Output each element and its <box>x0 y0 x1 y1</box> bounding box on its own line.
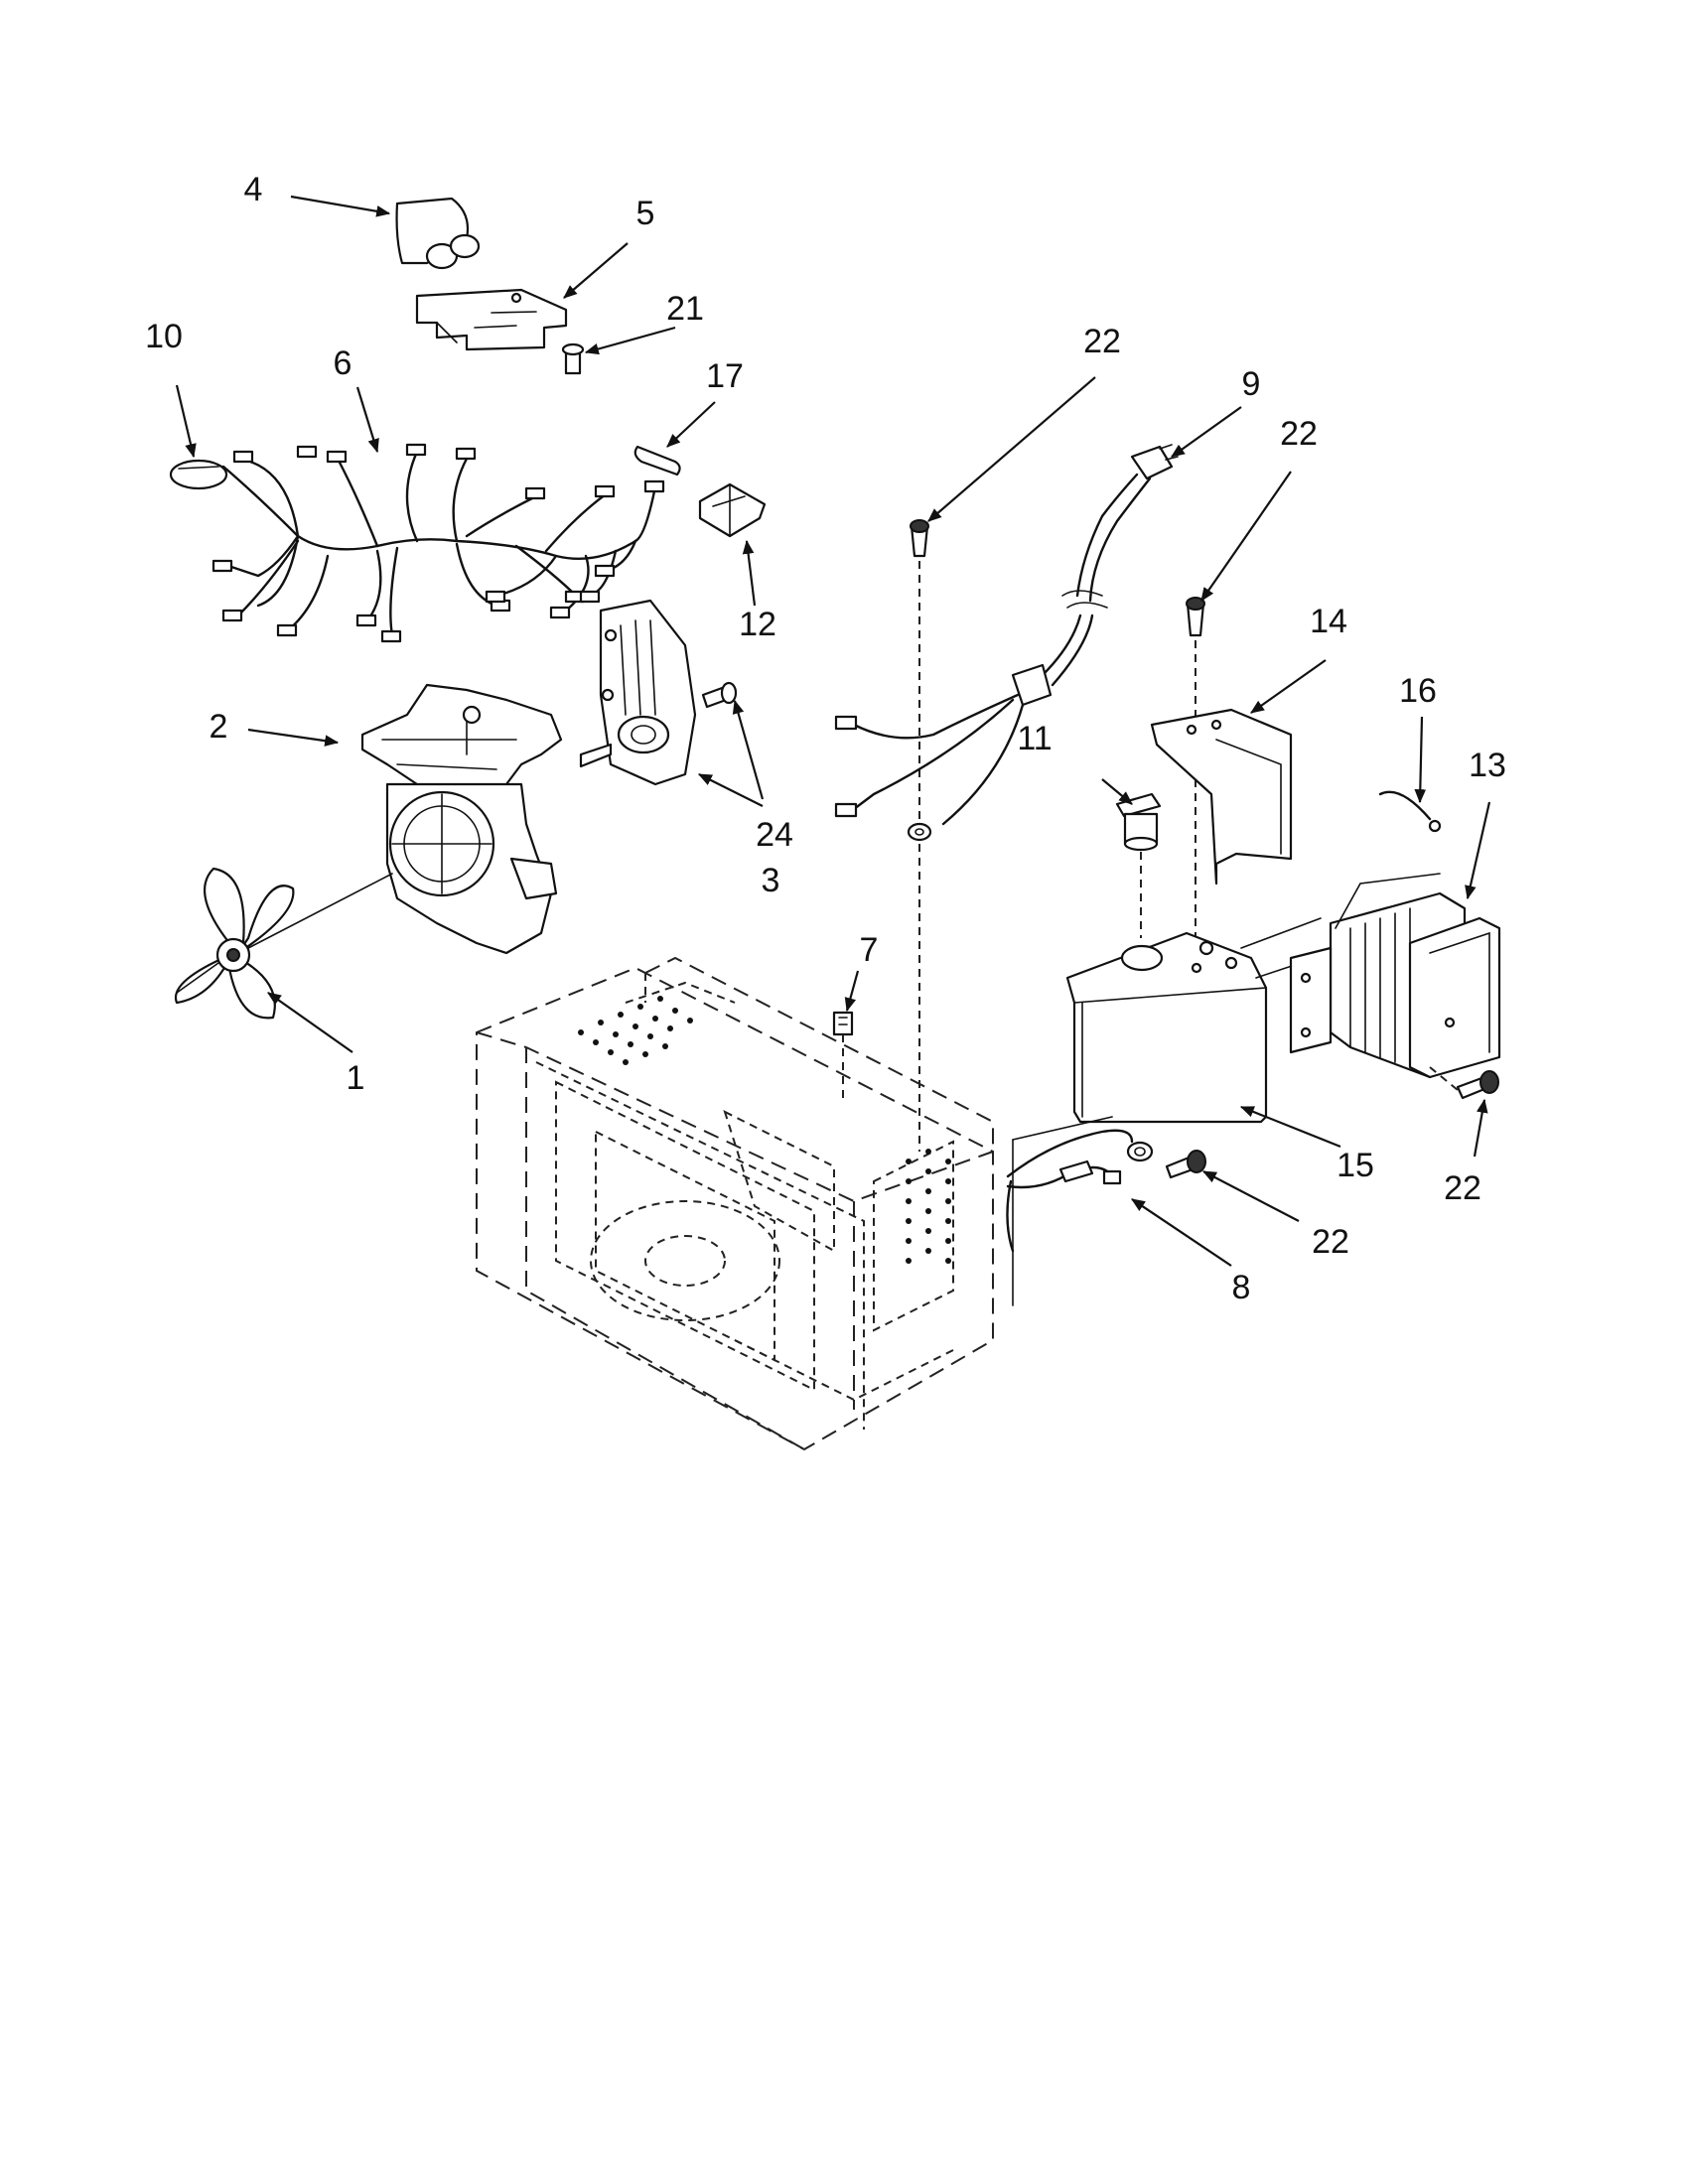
thermal-fuse-part-11 <box>1115 792 1162 938</box>
callout-9: 9 <box>1242 365 1261 403</box>
sensor-wire-part-16 <box>1378 790 1442 833</box>
callout-16: 16 <box>1399 672 1437 710</box>
callout-17: 17 <box>706 357 744 395</box>
bracket-part-14 <box>1150 708 1293 886</box>
callout-3: 3 <box>762 862 780 899</box>
capacitor-part-4 <box>395 197 481 270</box>
callout-2: 2 <box>210 708 228 746</box>
capacitor-bracket-part-5 <box>415 288 568 351</box>
callout-8: 8 <box>1232 1269 1251 1306</box>
callout-7: 7 <box>860 931 879 969</box>
callout-21: 21 <box>666 290 704 328</box>
callout-24: 24 <box>756 816 793 854</box>
thermal-cutout-part-10 <box>169 459 228 490</box>
fan-motor-part-3 <box>579 599 697 786</box>
callout-6: 6 <box>334 344 352 382</box>
screw-part-22-ground <box>907 519 932 1152</box>
callout-1: 1 <box>347 1059 365 1097</box>
screw-part-24 <box>701 681 738 709</box>
callout-5: 5 <box>636 195 655 232</box>
callout-22-lower-middle: 22 <box>1312 1223 1349 1261</box>
ground-wire-part-8 <box>1006 1116 1154 1306</box>
wire-harness-part-6 <box>211 443 665 643</box>
screw-part-22-ground-wire <box>1165 1150 1206 1179</box>
fuse-part-17 <box>633 445 681 477</box>
callout-15: 15 <box>1336 1147 1374 1184</box>
callout-13: 13 <box>1469 747 1506 784</box>
callout-22-lower-right: 22 <box>1444 1169 1481 1207</box>
callout-labels: 1 2 3 4 5 6 7 8 9 10 11 12 13 14 15 16 1… <box>145 171 1506 1306</box>
screw-part-21 <box>561 342 585 375</box>
fan-blade-part-1 <box>174 867 393 1020</box>
callout-11: 11 <box>1017 720 1052 757</box>
microwave-cavity-outline <box>476 956 994 1451</box>
callout-10: 10 <box>145 318 183 355</box>
fan-bracket-part-2 <box>360 683 563 955</box>
callout-12: 12 <box>739 606 776 643</box>
fuse-holder-part-12 <box>698 482 767 538</box>
screw-part-22-bracket <box>1186 597 1205 943</box>
switch-part-7 <box>832 1011 854 1102</box>
callout-22-top-left: 22 <box>1083 323 1121 360</box>
leader-lines <box>175 195 1491 1267</box>
screw-part-22-magnetron <box>1429 1066 1499 1100</box>
power-cord-part-9 <box>834 444 1179 826</box>
callout-14: 14 <box>1310 603 1347 640</box>
callout-22-top-right: 22 <box>1280 415 1318 453</box>
magnetron-part-13 <box>1289 873 1501 1079</box>
callout-4: 4 <box>244 171 263 208</box>
